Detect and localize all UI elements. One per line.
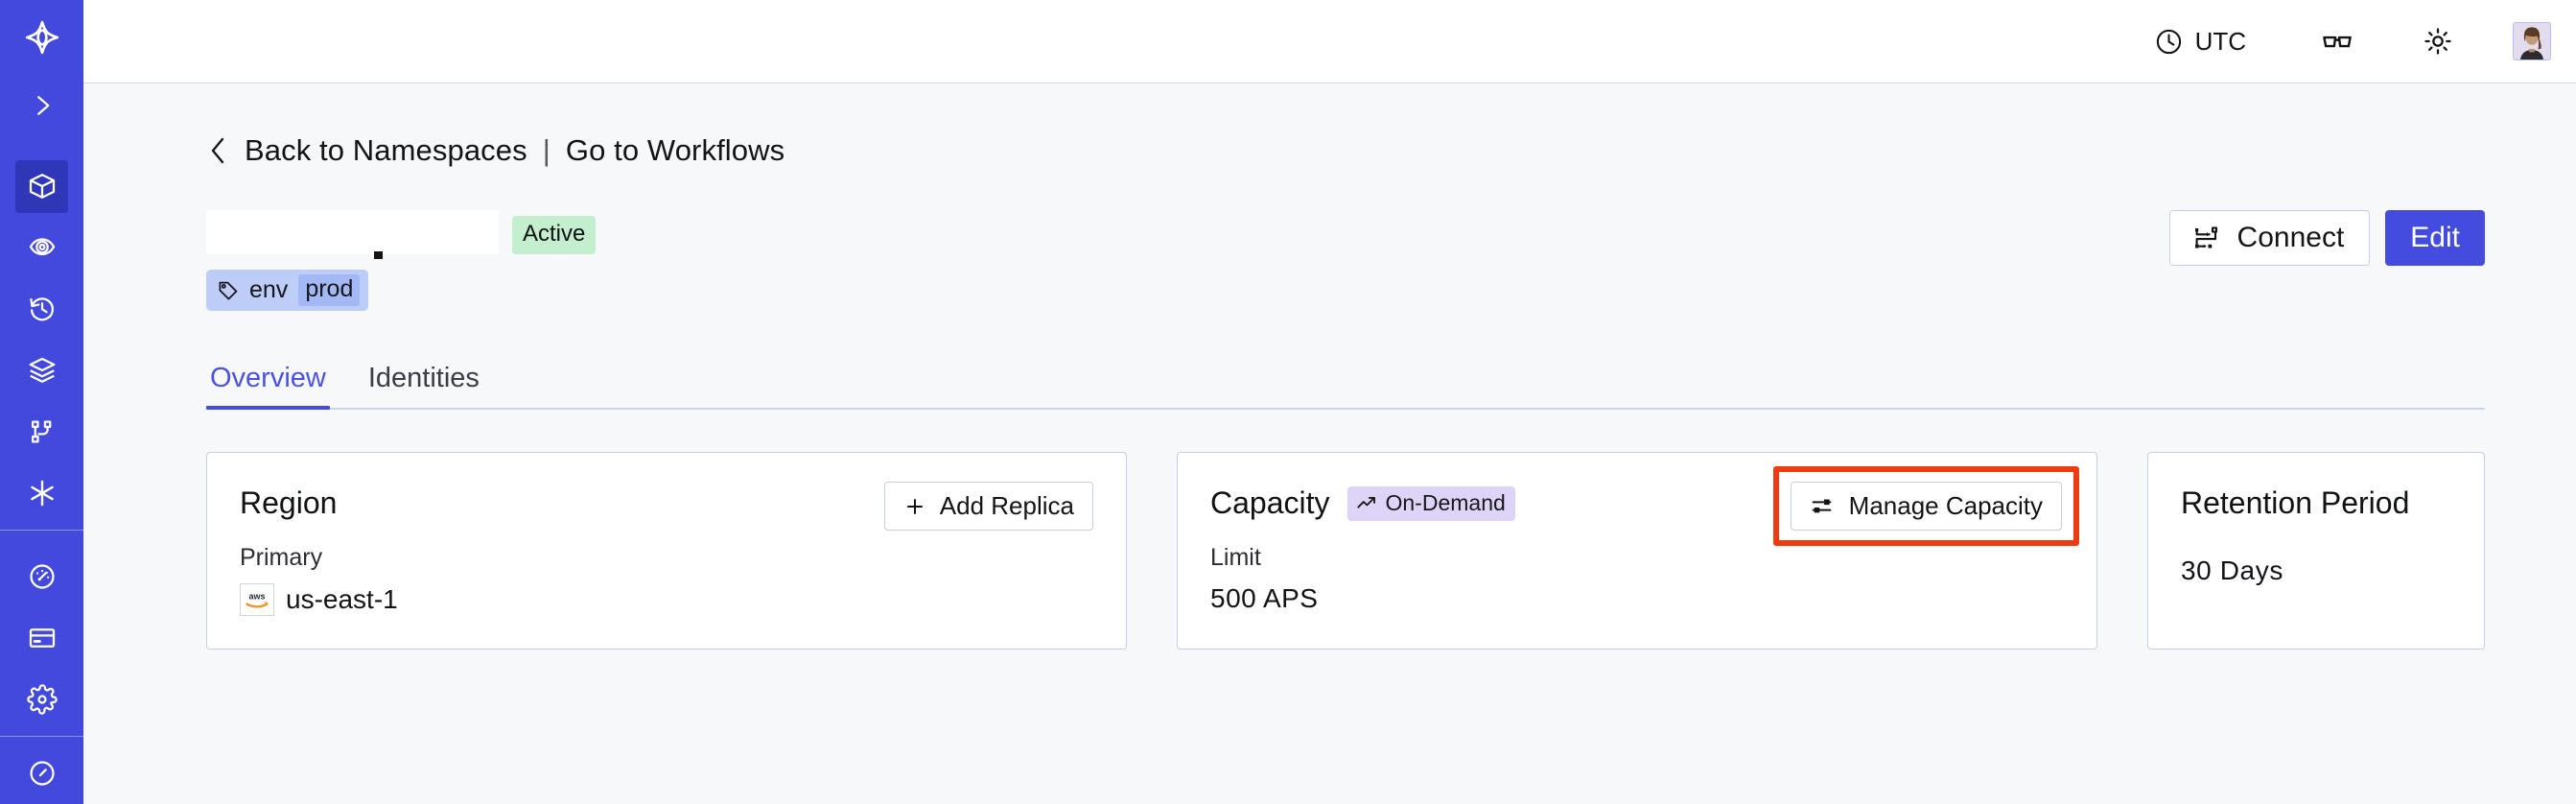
header-actions: Connect Edit (2168, 210, 2485, 266)
capacity-card-head: Capacity On-Demand (1210, 485, 2064, 521)
tag-value: prod (298, 274, 361, 306)
avatar[interactable] (2513, 22, 2551, 60)
sidebar-item-billing[interactable] (0, 607, 83, 669)
connect-button[interactable]: Connect (2168, 210, 2371, 266)
region-value: us-east-1 (286, 584, 398, 614)
tag-icon (217, 279, 240, 302)
region-card-head: Region (240, 485, 1093, 521)
gear-icon (15, 674, 68, 726)
sidebar-divider-2 (0, 735, 83, 737)
breadcrumb-back-link[interactable]: Back to Namespaces (245, 133, 527, 167)
clock-icon (2154, 27, 2184, 57)
theme-toggle-button[interactable] (2413, 20, 2463, 62)
tag-env[interactable]: env prod (206, 270, 369, 311)
trending-up-icon (1356, 492, 1377, 513)
sidebar-item-nexus[interactable] (0, 462, 83, 524)
tab-bar: Overview Identities (206, 355, 2485, 410)
main-area: UTC (83, 0, 2576, 804)
aws-logo: aws (240, 583, 274, 616)
on-demand-badge-label: On-Demand (1385, 489, 1506, 515)
eye-spiral-icon (15, 222, 68, 274)
tab-overview[interactable]: Overview (206, 355, 330, 410)
retention-value: 30 Days (2181, 556, 2283, 585)
layers-icon (15, 344, 68, 397)
manage-capacity-highlight: Manage Capacity (1772, 466, 2079, 546)
clock-rewind-icon (15, 283, 68, 336)
page-title-row: Active (206, 210, 2485, 266)
edit-button[interactable]: Edit (2385, 210, 2485, 266)
page-title (206, 210, 499, 259)
readability-button[interactable] (2311, 19, 2363, 63)
credit-card-icon (15, 612, 68, 665)
svg-text:aws: aws (248, 591, 265, 601)
sidebar-item-observability[interactable] (0, 217, 83, 278)
region-value-row: aws us-east-1 (240, 583, 1093, 616)
manage-capacity-label: Manage Capacity (1848, 491, 2043, 520)
top-bar-actions: UTC (2144, 19, 2551, 63)
tab-identities[interactable]: Identities (367, 363, 480, 393)
chevron-left-icon[interactable] (206, 134, 229, 167)
status-badge: Active (512, 216, 597, 254)
gauge-icon (15, 551, 68, 603)
region-card: Region Add Replica Primary (206, 452, 1127, 650)
plus-icon (903, 495, 926, 518)
retention-card: Retention Period 30 Days (2147, 452, 2485, 650)
capacity-card: Capacity On-Demand (1177, 452, 2097, 650)
connect-flow-icon (2191, 224, 2220, 252)
sidebar-item-settings[interactable] (0, 669, 83, 730)
content-area: Back to Namespaces | Go to Workflows Act… (83, 83, 2576, 804)
tag-key: env (249, 276, 289, 303)
namespace-tags: env prod (206, 270, 2485, 311)
sidebar-item-batch-operations[interactable] (0, 340, 83, 401)
capacity-limit-label: Limit (1210, 544, 1261, 571)
app-logo[interactable] (0, 0, 83, 75)
glasses-icon (2321, 25, 2354, 58)
sidebar-item-usage[interactable] (0, 546, 83, 607)
breadcrumb-workflows-link[interactable]: Go to Workflows (565, 133, 785, 167)
capacity-card-title: Capacity (1210, 485, 1330, 520)
title-redaction-mark (374, 251, 383, 259)
breadcrumb: Back to Namespaces | Go to Workflows (206, 133, 2485, 168)
manage-capacity-button[interactable]: Manage Capacity (1790, 482, 2062, 531)
primary-sidebar (0, 0, 83, 804)
timezone-button[interactable]: UTC (2144, 21, 2256, 62)
retention-card-head: Retention Period (2181, 485, 2451, 521)
timezone-label: UTC (2194, 26, 2246, 56)
sidebar-item-expand-sidebar[interactable] (0, 75, 83, 136)
top-bar: UTC (83, 0, 2576, 83)
sun-icon (2423, 26, 2453, 57)
breadcrumb-separator: | (542, 133, 550, 167)
overview-cards: Region Add Replica Primary (206, 452, 2485, 650)
sidebar-item-schedules[interactable] (0, 278, 83, 340)
region-primary-label: Primary (240, 544, 323, 571)
gauge-overflow-icon (15, 746, 68, 799)
sliders-icon (1810, 494, 1834, 518)
sidebar-item-workflows[interactable] (0, 401, 83, 462)
asterisk-icon (15, 467, 68, 520)
sidebar-divider-1 (0, 530, 83, 532)
sidebar-item-overflow[interactable] (0, 743, 83, 804)
capacity-limit-value: 500 APS (1210, 583, 1319, 613)
chevron-right-icon (15, 80, 68, 132)
on-demand-badge: On-Demand (1347, 485, 1515, 521)
cube-icon (15, 159, 68, 213)
add-replica-label: Add Replica (939, 491, 1074, 520)
add-replica-button[interactable]: Add Replica (883, 482, 1093, 531)
region-card-title: Region (240, 485, 338, 520)
sidebar-item-namespaces[interactable] (0, 155, 83, 217)
git-branch-icon (15, 406, 68, 459)
retention-card-title: Retention Period (2181, 485, 2410, 520)
connect-button-label: Connect (2236, 222, 2345, 253)
